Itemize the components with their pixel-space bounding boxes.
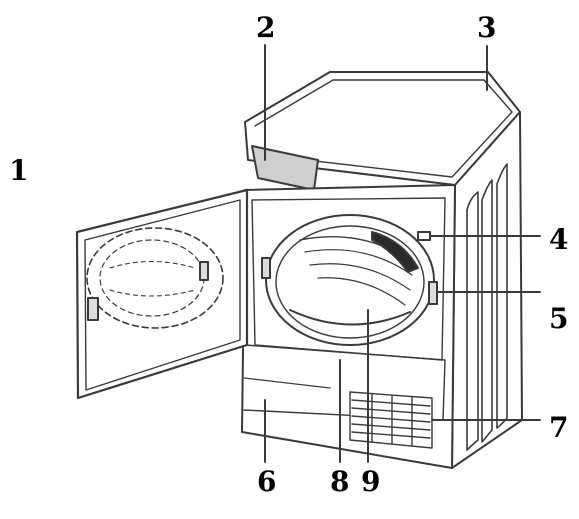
open-door [75, 188, 249, 400]
callout-2: 2 [256, 11, 276, 44]
door-catch [428, 281, 438, 305]
drum-shadow [371, 231, 419, 273]
callout-5: 5 [549, 302, 569, 335]
callout-1: 1 [9, 154, 29, 187]
callout-7: 7 [549, 411, 569, 444]
door-handle [87, 297, 99, 321]
callout-3: 3 [477, 11, 497, 44]
callout-8: 8 [330, 465, 350, 498]
callout-6: 6 [257, 465, 277, 498]
indicator-light [417, 231, 431, 241]
callout-9: 9 [361, 465, 381, 498]
door-inner-bowl [86, 227, 224, 329]
callout-4: 4 [549, 223, 569, 256]
fluff-filter [289, 309, 411, 326]
ventilation-grille [349, 391, 433, 449]
